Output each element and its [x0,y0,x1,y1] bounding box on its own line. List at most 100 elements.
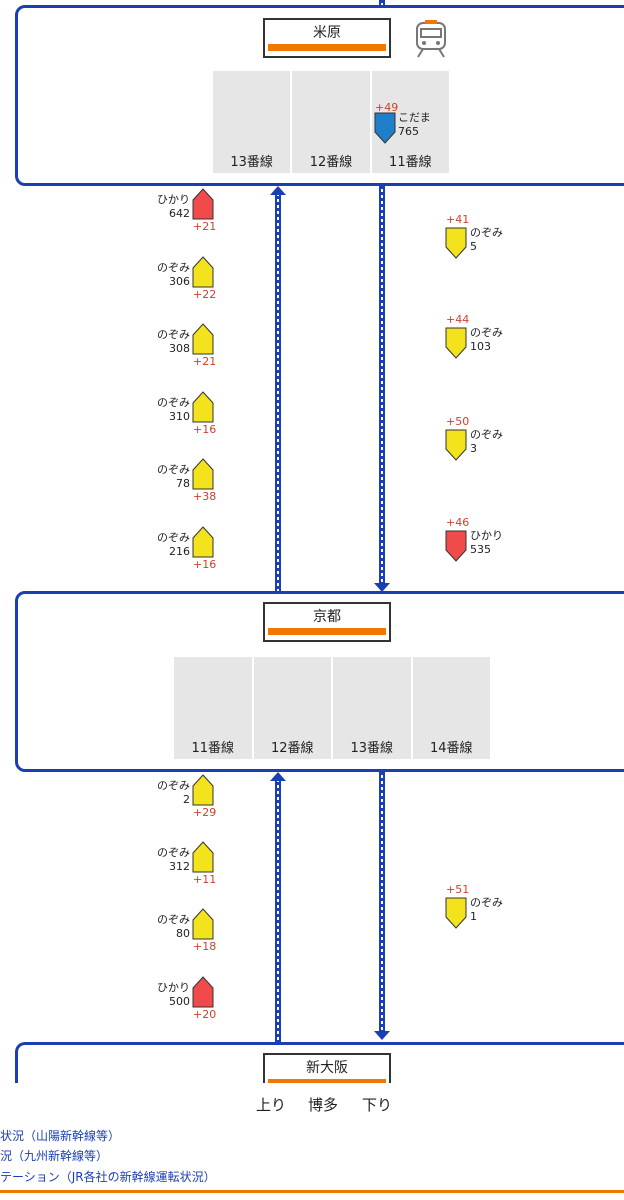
train-type: のぞみ [157,531,190,544]
train-hikari-marker[interactable] [192,976,214,1008]
track-11: 11番線 [174,657,252,759]
arrow-down-icon [374,1031,390,1040]
train-number: 80 [176,927,190,940]
bottom-panel: 上り 博多 下り 状況（山陽新幹線等） 況（九州新幹線等） テーション（JR各社… [0,1083,624,1200]
train-nozomi-marker[interactable] [192,256,214,288]
train-type: のぞみ [470,326,503,339]
train-delay: +38 [193,490,217,503]
tab-hakata[interactable]: 博多 [308,1096,339,1114]
train-delay: +21 [193,220,217,233]
platform-tracks: 11番線 12番線 13番線 14番線 [174,657,490,759]
train-number: 310 [169,410,190,423]
train-number: 500 [169,995,190,1008]
train-delay: +49 [375,101,399,114]
train-type: のぞみ [157,779,190,792]
train-nozomi-marker[interactable] [192,391,214,423]
train-delay: +51 [446,883,470,896]
train-nozomi-marker[interactable] [445,429,467,461]
tab-up[interactable]: 上り [256,1096,287,1114]
station-name: 新大阪 [306,1060,348,1076]
train-delay: +16 [193,558,217,571]
down-line-1 [379,186,385,586]
train-hikari-marker[interactable] [445,530,467,562]
track-label: 14番線 [429,741,473,756]
station-sign-bar [268,628,386,635]
train-nozomi-marker[interactable] [192,908,214,940]
train-number: 642 [169,207,190,220]
footer-accent-bar [0,1190,624,1193]
train-delay: +44 [446,313,470,326]
train-nozomi-marker[interactable] [192,841,214,873]
train-number: 765 [398,125,419,138]
track-14: 14番線 [412,657,490,759]
station-sign-bar [268,1079,386,1086]
track-label: 13番線 [230,155,273,170]
train-delay: +11 [193,873,217,886]
train-front-icon [413,19,449,63]
train-hikari-marker[interactable] [192,188,214,220]
train-delay: +18 [193,940,217,953]
footer-link-sanyo[interactable]: 状況（山陽新幹線等） [0,1129,121,1143]
track-label: 11番線 [191,741,235,756]
train-kodama-marker[interactable] [374,112,396,144]
train-label[interactable]: こだま 765 [398,111,431,139]
track-12: 12番線 [292,71,370,173]
train-number: 2 [183,793,190,806]
station-sign: 京都 [263,602,391,642]
footer-link-kyushu[interactable]: 況（九州新幹線等） [0,1149,109,1163]
train-delay: +29 [193,806,217,819]
train-nozomi-marker[interactable] [192,774,214,806]
train-delay: +22 [193,288,217,301]
train-nozomi-marker[interactable] [445,227,467,259]
train-number: 1 [470,910,477,923]
arrow-up-icon [270,186,286,195]
station-name: 米原 [313,25,341,41]
train-nozomi-marker[interactable] [445,897,467,929]
tab-down[interactable]: 下り [362,1096,393,1114]
train-type: のぞみ [157,328,190,341]
train-nozomi-marker[interactable] [192,458,214,490]
station-name: 京都 [313,609,341,625]
train-type: のぞみ [157,846,190,859]
train-number: 5 [470,240,477,253]
track-12: 12番線 [253,657,331,759]
train-type: ひかり [157,193,190,206]
up-line-1 [275,190,281,593]
train-type: ひかり [470,529,503,542]
train-number: 103 [470,340,491,353]
train-number: 312 [169,860,190,873]
train-type: のぞみ [157,913,190,926]
track-label: 12番線 [309,155,353,170]
train-number: 306 [169,275,190,288]
train-type: こだま [398,111,431,124]
train-number: 3 [470,442,477,455]
train-nozomi-marker[interactable] [192,323,214,355]
line-top-connector [379,0,385,8]
arrow-down-icon [374,583,390,592]
train-delay: +16 [193,423,217,436]
train-delay: +46 [446,516,470,529]
station-sign: 米原 [263,18,391,58]
train-nozomi-marker[interactable] [445,327,467,359]
train-nozomi-marker[interactable] [192,526,214,558]
footer-link-jr[interactable]: テーション（JR各社の新幹線運転状況） [0,1170,216,1184]
train-delay: +41 [446,213,470,226]
up-line-2 [275,776,281,1044]
train-number: 535 [470,543,491,556]
station-sign-bar [268,44,386,51]
